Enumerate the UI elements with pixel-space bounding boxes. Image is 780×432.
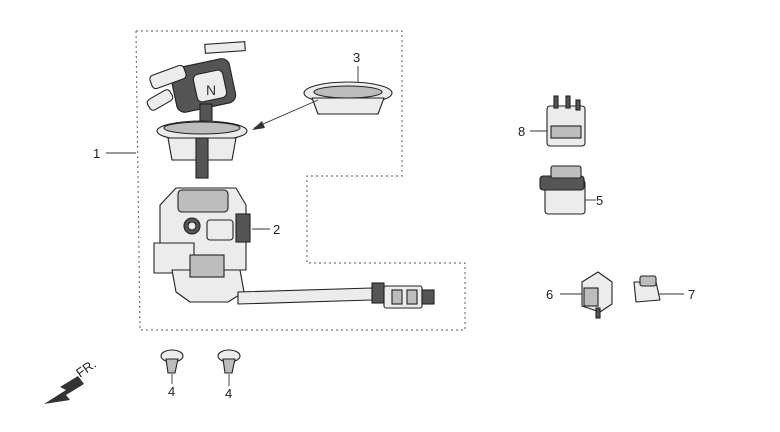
callout-6: 6 [546,287,553,302]
assembly-arrowhead [252,121,265,130]
front-direction-arrow-icon [44,376,84,404]
callout-4-right: 4 [225,386,232,401]
callout-7: 7 [688,287,695,302]
ignition-switch-assembly: N [146,41,435,309]
callout-5: 5 [596,193,603,208]
part-4-screw-right [217,349,241,374]
part-3-ring-cover [303,81,393,115]
part-7-clip [633,275,661,303]
callout-8: 8 [518,124,525,139]
key: N [146,41,246,127]
callout-2: 2 [273,222,280,237]
part-4-screw-left [160,349,184,374]
svg-text:N: N [206,82,216,98]
part-6-bracket [581,271,613,319]
callout-1: 1 [93,146,100,161]
assembly-arrow [253,99,319,129]
callout-3: 3 [353,50,360,65]
part-5-connector [539,165,586,215]
part-8-relay [546,95,586,147]
callout-4-left: 4 [168,384,175,399]
